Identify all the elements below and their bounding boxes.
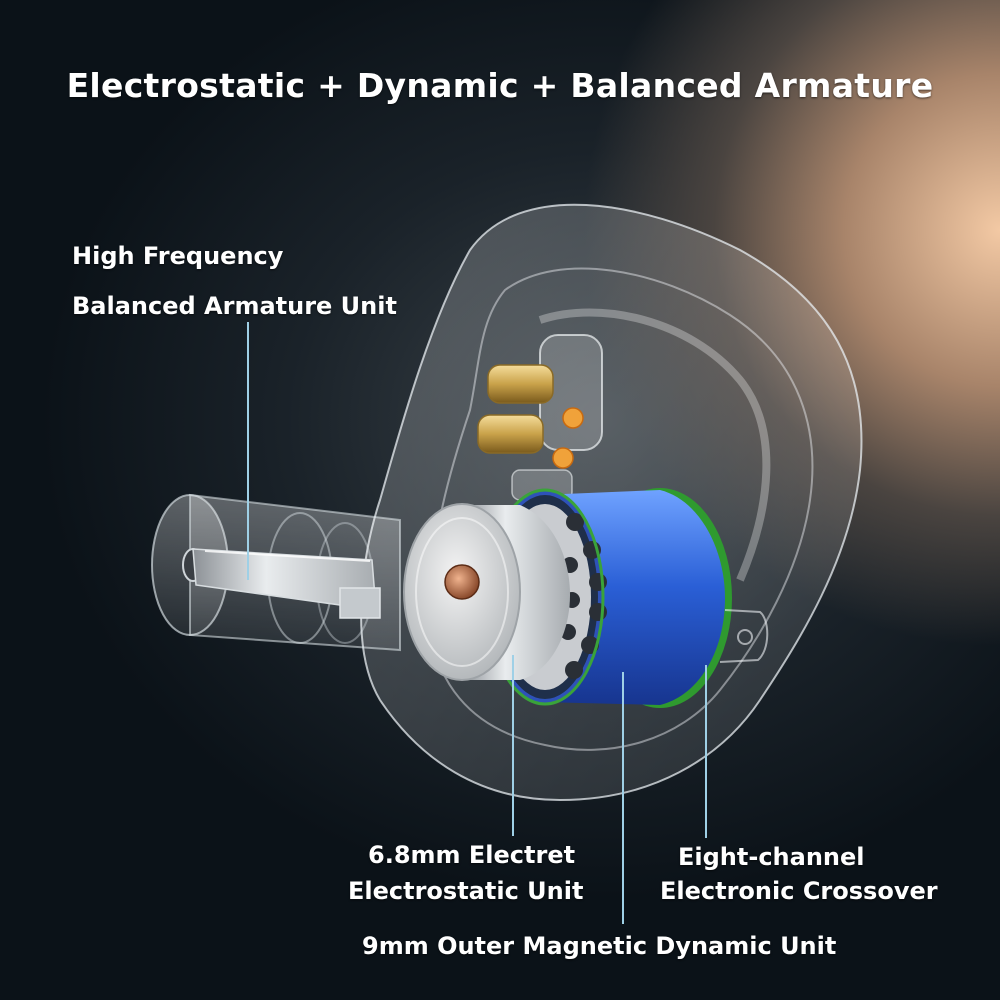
connector-sockets — [477, 334, 603, 501]
shell-inner-rib — [538, 308, 771, 582]
label-electrostatic-line1: 6.8mm Electret — [368, 841, 576, 869]
label-crossover-line1: Eight-channel — [678, 843, 865, 871]
balanced-armature-unit — [182, 548, 381, 619]
shell-inner-contour — [428, 267, 814, 751]
label-crossover-line2: Electronic Crossover — [660, 877, 938, 905]
electrostatic-unit — [403, 503, 570, 681]
title: Electrostatic + Dynamic + Balanced Armat… — [66, 66, 934, 105]
label-ba-line2: Balanced Armature Unit — [72, 292, 397, 320]
label-dynamic: 9mm Outer Magnetic Dynamic Unit — [362, 932, 837, 960]
mounting-tab — [719, 609, 769, 663]
label-electrostatic-line2: Electrostatic Unit — [348, 877, 584, 905]
leader-lines — [247, 322, 707, 924]
label-ba-line1: High Frequency — [72, 242, 284, 270]
